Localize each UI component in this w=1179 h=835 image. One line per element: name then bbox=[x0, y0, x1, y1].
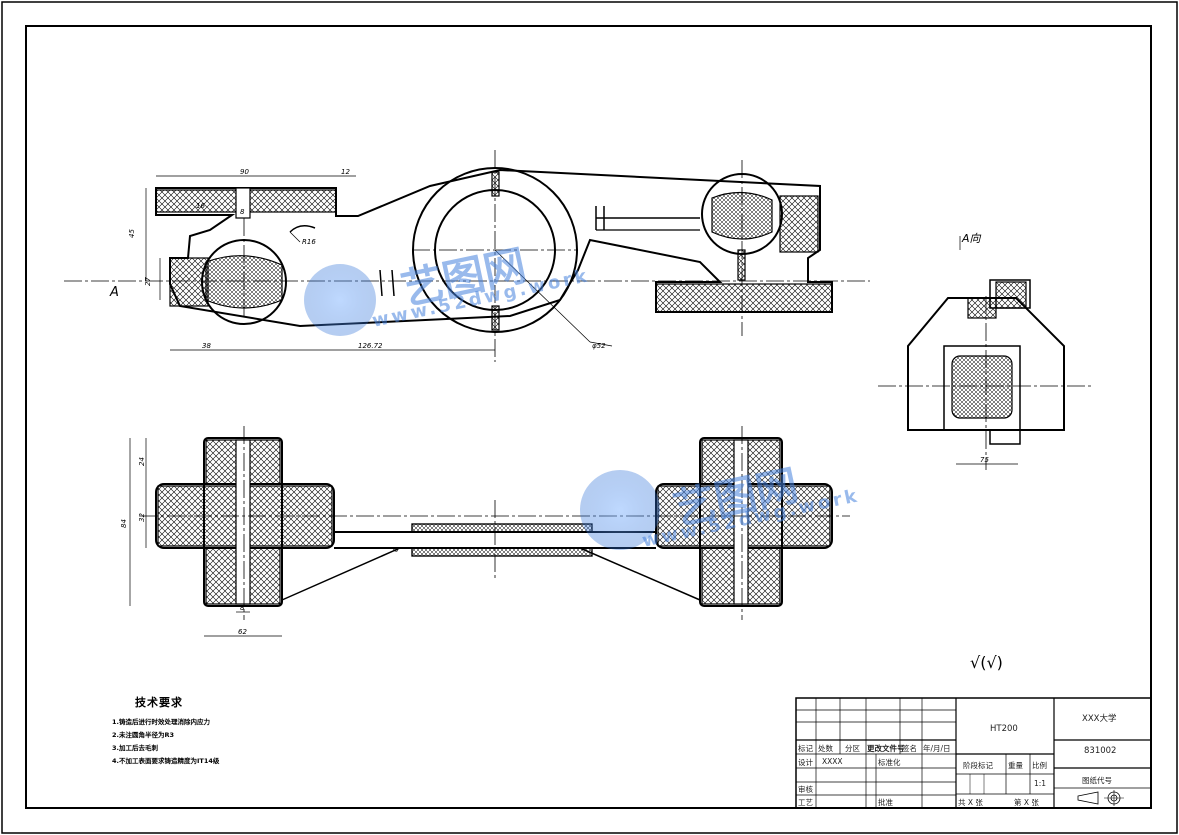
a-view-centerlines bbox=[878, 296, 1094, 470]
tech-req-item: 3.加工后去毛刺 bbox=[112, 744, 158, 752]
approve-label: 批准 bbox=[878, 798, 893, 807]
weight-label: 重量 bbox=[1008, 761, 1023, 770]
drawing-number: 831002 bbox=[1084, 746, 1117, 756]
row-label-change-doc: 更改文件号 bbox=[867, 744, 905, 753]
row-label-sign: 签名 bbox=[902, 744, 917, 753]
row-label-date: 年/月/日 bbox=[923, 744, 951, 753]
dim-84: 84 bbox=[120, 519, 128, 528]
dim-8: 8 bbox=[240, 208, 245, 216]
dim-r16: R16 bbox=[302, 238, 316, 246]
sheet-total: 共 X 张 bbox=[958, 798, 983, 807]
design-label: 设计 bbox=[798, 758, 813, 767]
title-block bbox=[795, 697, 1152, 809]
standard-label: 标准化 bbox=[878, 758, 901, 767]
dim-24: 24 bbox=[138, 457, 146, 466]
dim-45: 45 bbox=[128, 229, 136, 238]
front-leaders bbox=[145, 175, 613, 351]
dim-12: 12 bbox=[341, 168, 350, 176]
dim-16: 16 bbox=[196, 202, 205, 210]
watermark-globe-icon bbox=[304, 264, 376, 336]
dim-62: 62 bbox=[238, 628, 247, 636]
dim-27: 27 bbox=[144, 277, 152, 286]
dim-8-top: 8 bbox=[240, 604, 245, 612]
dim-32: 32 bbox=[138, 513, 146, 522]
craft-label: 工艺 bbox=[798, 798, 813, 807]
designer-name: XXXX bbox=[822, 757, 843, 766]
tech-req-title: 技术要求 bbox=[135, 696, 183, 709]
dim-38: 38 bbox=[202, 342, 211, 350]
sheet-number: 第 X 张 bbox=[1014, 798, 1039, 807]
stage-label: 阶段标记 bbox=[963, 761, 993, 770]
view-label-a: A bbox=[109, 285, 119, 300]
dim-6-top: 6 bbox=[392, 547, 400, 552]
front-centerlines bbox=[64, 150, 870, 362]
front-sections bbox=[155, 171, 833, 331]
scale-label: 比例 bbox=[1032, 761, 1047, 770]
inner-border bbox=[25, 25, 1152, 809]
material: HT200 bbox=[990, 724, 1018, 734]
row-label-mark: 标记 bbox=[798, 744, 813, 753]
scale-value: 1:1 bbox=[1034, 779, 1047, 788]
dim-75: 75 bbox=[980, 456, 989, 464]
watermark-globe-icon bbox=[580, 470, 660, 550]
dim-126: 126.72 bbox=[358, 342, 383, 350]
review-label: 审核 bbox=[798, 785, 813, 794]
tech-req-item: 1.铸造后进行时效处理消除内应力 bbox=[112, 718, 210, 726]
top-leaders bbox=[129, 438, 282, 637]
drawing-code-label: 图纸代号 bbox=[1082, 776, 1112, 785]
row-label-zone: 分区 bbox=[845, 744, 860, 753]
surface-roughness: √(√) bbox=[970, 653, 1003, 672]
tech-req-item: 4.不加工表面要求铸造精度为IT14级 bbox=[112, 757, 220, 765]
tech-req-item: 2.未注圆角半径为R3 bbox=[112, 731, 175, 739]
a-view-sections bbox=[951, 281, 1027, 419]
top-centerlines bbox=[140, 426, 850, 620]
school-name: XXX大学 bbox=[1082, 714, 1117, 724]
row-label-count: 处数 bbox=[818, 744, 833, 753]
dim-90: 90 bbox=[240, 168, 249, 176]
view-label-a-dir: A向 bbox=[961, 232, 982, 245]
dim-phi52: φ52 bbox=[592, 342, 606, 350]
